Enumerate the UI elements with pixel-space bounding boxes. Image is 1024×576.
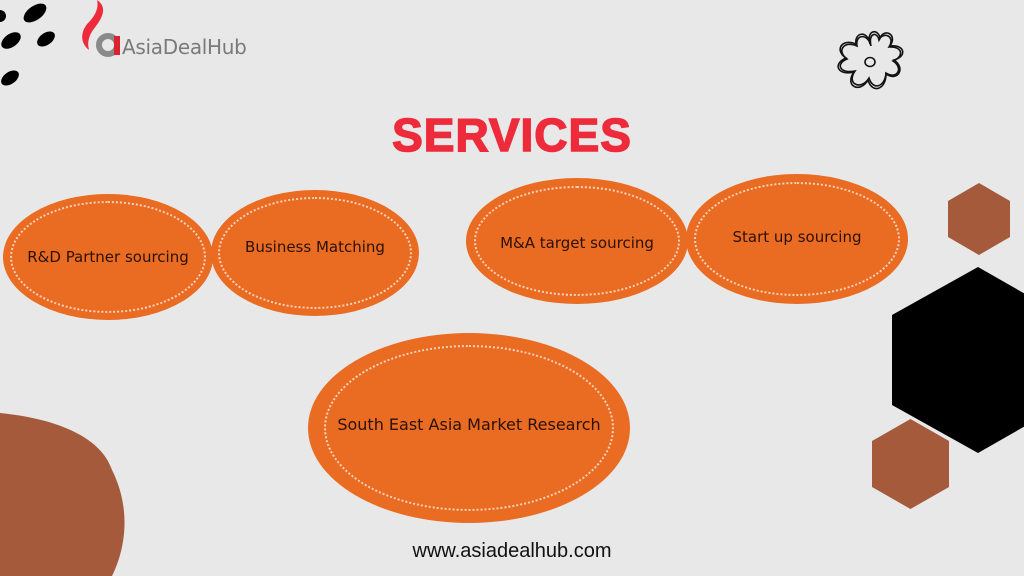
service-label: Start up sourcing [732, 228, 862, 246]
service-label: R&D Partner sourcing [27, 248, 189, 266]
hexagon-black-icon [892, 267, 1024, 453]
service-startup-sourcing: Start up sourcing [686, 174, 908, 304]
hexagon-icon [872, 419, 949, 509]
service-ma-target-sourcing: M&A target sourcing [466, 178, 688, 304]
service-rd-partner-sourcing: R&D Partner sourcing [3, 194, 213, 320]
service-label: South East Asia Market Research [337, 414, 601, 434]
brand-name: AsiaDealHub [122, 35, 247, 59]
flame-a-logo-icon [82, 0, 120, 57]
flower-outline-icon [837, 31, 904, 90]
hexagon-icon [948, 183, 1010, 255]
service-label: Business Matching [245, 238, 385, 256]
page-title: SERVICES [391, 108, 632, 162]
service-label: M&A target sourcing [500, 234, 654, 252]
service-sea-market-research: South East Asia Market Research [308, 333, 630, 523]
website-url[interactable]: www.asiadealhub.com [412, 540, 612, 562]
service-business-matching: Business Matching [211, 190, 419, 316]
brown-blob-decoration [0, 413, 125, 576]
